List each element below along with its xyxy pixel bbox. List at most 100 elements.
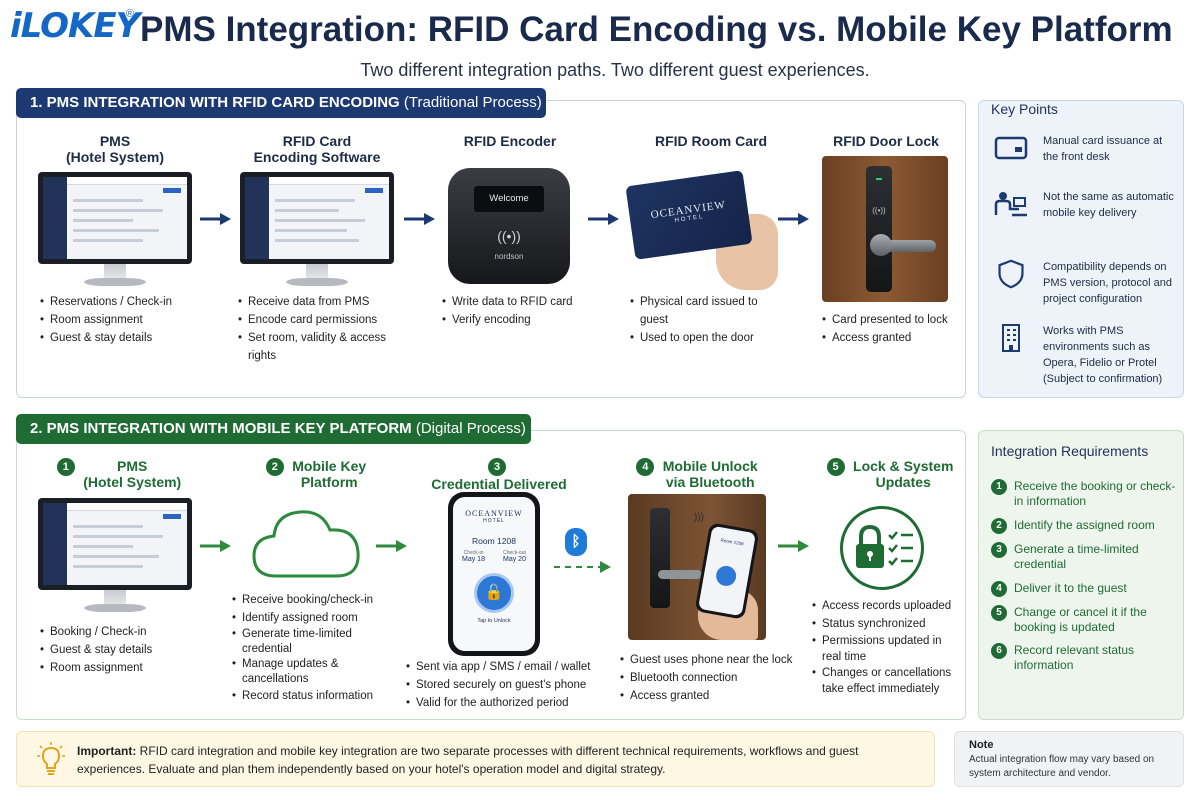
note-text: Actual integration flow may vary based o…: [969, 754, 1155, 779]
mobile-step-unlock: 4 Mobile Unlock via Bluetooth: [622, 458, 772, 490]
rfid-step-pms-title: PMS (Hotel System): [65, 133, 165, 165]
mobile-step-updates-bullets: Access records uploaded Status synchroni…: [812, 597, 962, 697]
rfid-step-card: RFID Room Card: [626, 133, 796, 149]
bullet: Physical card issued to guest: [630, 293, 780, 329]
bullet: Booking / Check-in: [40, 623, 200, 641]
important-callout: Important: RFID card integration and mob…: [16, 731, 935, 787]
section2-title-suffix: (Digital Process): [415, 420, 526, 437]
mu-room: Room 1208: [720, 537, 745, 547]
bullet: Room assignment: [40, 311, 200, 329]
mobile-step-unlock-title: Mobile Unlock via Bluetooth: [662, 458, 758, 490]
mobile-step-credential-bullets: Sent via app / SMS / email / wallet Stor…: [406, 658, 596, 712]
step-number-badge: 1: [56, 458, 75, 476]
bluetooth-icon: ᛒ: [565, 528, 587, 556]
phone-hotel-label: HOTEL: [483, 518, 505, 524]
bullet: Receive data from PMS: [238, 293, 408, 311]
arrow-right-icon: [200, 540, 231, 552]
bullet: Guest uses phone near the lock: [620, 651, 800, 669]
important-text: RFID card integration and mobile key int…: [77, 744, 859, 776]
requirement-number: 3: [991, 542, 1007, 558]
bullet: Bluetooth connection: [620, 669, 800, 687]
key-points-title: Key Points: [991, 101, 1058, 117]
note-title: Note: [969, 739, 994, 751]
important-text-block: Important: RFID card integration and mob…: [77, 742, 927, 778]
rfid-step-encoder-title: RFID Encoder: [463, 133, 557, 149]
pms-monitor-icon: [38, 498, 192, 616]
section2-header: 2. PMS INTEGRATION WITH MOBILE KEY PLATF…: [16, 414, 531, 444]
building-icon: [1002, 324, 1020, 352]
checkin-label: Check-in: [463, 550, 484, 556]
lock-checklist-icon: [840, 506, 924, 590]
dashed-arrow-line: [554, 566, 604, 568]
mobile-step-pms-title: PMS (Hotel System): [83, 458, 182, 490]
integration-requirements-panel: Integration Requirements 1 Receive the b…: [978, 430, 1184, 720]
bullet: Write data to RFID card: [442, 293, 592, 311]
rfid-step-pms-bullets: Reservations / Check-in Room assignment …: [40, 293, 200, 347]
mobile-step-platform: 2 Mobile Key Platform: [246, 458, 386, 490]
rfid-step-software-title: RFID Card Encoding Software: [253, 133, 381, 165]
unlock-button-icon: 🔓: [474, 573, 514, 613]
key-points-panel: Key Points Manual card issuance at the f…: [978, 100, 1184, 398]
arrow-right-icon: [778, 540, 809, 552]
checkin-date: May 18: [462, 556, 485, 563]
rfid-encoder-device: Welcome ((•)) nordson: [448, 168, 570, 284]
key-point-text: Manual card issuance at the front desk: [1043, 135, 1163, 163]
bullet: Card presented to lock: [822, 311, 962, 329]
arrow-right-icon: [200, 213, 231, 225]
arrow-right-icon: [404, 213, 435, 225]
step-number-badge: 5: [826, 458, 845, 476]
requirement-text: Receive the booking or check-in informat…: [1014, 479, 1176, 508]
arrow-right-icon: [778, 213, 809, 225]
phone-hotel-brand: OCEANVIEW: [465, 509, 523, 518]
encoder-brand: nordson: [494, 252, 524, 261]
rfid-step-software: RFID Card Encoding Software: [242, 133, 392, 165]
requirement-number: 6: [991, 643, 1007, 659]
key-point-text: Compatibility depends on PMS version, pr…: [1043, 261, 1173, 305]
requirement-text: Generate a time-limited credential: [1014, 542, 1139, 571]
bullet: Receive booking/check-in: [232, 591, 392, 609]
bullet: Set room, validity & access rights: [238, 329, 408, 365]
key-point-text: Works with PMS environments such as Oper…: [1043, 325, 1163, 385]
cloud-icon: [252, 510, 360, 578]
encoding-software-monitor-icon: [240, 172, 394, 290]
bullet: Permissions updated in real time: [812, 633, 962, 665]
lightbulb-icon: [37, 742, 65, 775]
tap-to-unlock-label: Tap to Unlock: [477, 618, 511, 624]
bullet: Changes or cancellations take effect imm…: [812, 665, 962, 697]
page-subtitle: Two different integration paths. Two dif…: [360, 60, 870, 80]
bullet: Access records uploaded: [812, 597, 962, 615]
page-title: PMS Integration: RFID Card Encoding vs. …: [140, 10, 1173, 49]
key-point-text: Not the same as automatic mobile key del…: [1043, 191, 1174, 219]
pms-monitor-icon: [38, 172, 192, 290]
mobile-step-pms: 1 PMS (Hotel System): [44, 458, 194, 490]
mobile-step-pms-bullets: Booking / Check-in Guest & stay details …: [40, 623, 200, 677]
nfc-icon: ((•)): [497, 228, 521, 244]
bullet: Identify assigned room: [232, 609, 392, 627]
bullet: Room assignment: [40, 659, 200, 677]
bullet: Record status information: [232, 687, 392, 705]
card-icon: [994, 136, 1028, 160]
bullet: Guest & stay details: [40, 329, 200, 347]
bullet: Encode card permissions: [238, 311, 408, 329]
step-number-badge: 4: [636, 458, 655, 476]
requirement-number: 1: [991, 479, 1007, 495]
bullet: Generate time-limited credential: [232, 627, 392, 657]
mobile-step-platform-title: Mobile Key Platform: [292, 458, 367, 490]
step-number-badge: 2: [265, 458, 284, 476]
note-box: Note Actual integration flow may vary ba…: [954, 731, 1184, 787]
logo-text: iLOKEY: [10, 6, 140, 46]
bullet: Sent via app / SMS / email / wallet: [406, 658, 596, 676]
requirement-text: Identify the assigned room: [1014, 518, 1155, 532]
bullet: Manage updates & cancellations: [232, 657, 392, 687]
requirement-number: 2: [991, 518, 1007, 534]
section1-header: 1. PMS INTEGRATION WITH RFID CARD ENCODI…: [16, 88, 546, 118]
logo-registered-mark: ®: [125, 8, 134, 20]
rfid-step-software-bullets: Receive data from PMS Encode card permis…: [238, 293, 408, 365]
requirement-text: Record relevant status information: [1014, 643, 1135, 672]
bullet: Reservations / Check-in: [40, 293, 200, 311]
nfc-icon: ((•)): [872, 206, 886, 215]
bullet: Status synchronized: [812, 615, 962, 633]
checkout-label: Check-out: [503, 550, 526, 556]
important-label: Important:: [77, 744, 137, 758]
checkout-date: May 20: [503, 556, 526, 563]
